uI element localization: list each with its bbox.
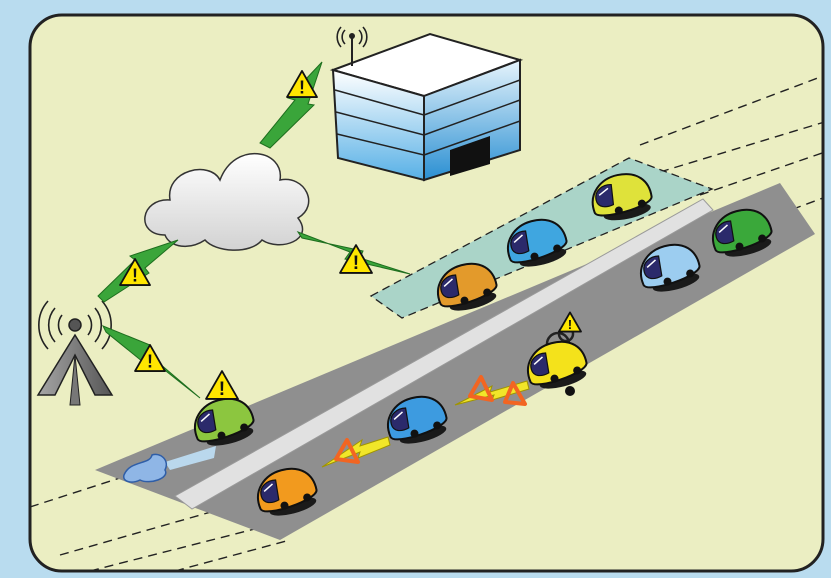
ice-patch-icon bbox=[123, 446, 216, 483]
warning-glyph: ! bbox=[219, 379, 225, 400]
debris bbox=[565, 386, 575, 396]
hazard-triangles bbox=[334, 375, 527, 464]
hazard-triangle-icon bbox=[503, 381, 527, 406]
warning-glyph: ! bbox=[568, 317, 572, 332]
warning-icon: ! bbox=[119, 258, 151, 286]
warning-icon: ! bbox=[134, 344, 166, 372]
hazard-triangle-icon bbox=[334, 438, 360, 464]
vehicles bbox=[194, 173, 773, 516]
warning-glyph: ! bbox=[299, 77, 305, 97]
warning-icon: ! bbox=[205, 370, 239, 400]
car-icon bbox=[712, 208, 773, 257]
warning-glyph: ! bbox=[132, 265, 138, 285]
car-icon bbox=[387, 395, 448, 444]
car-icon bbox=[591, 173, 653, 221]
cell-tower-icon bbox=[36, 300, 114, 406]
warning-icon: ! bbox=[558, 311, 582, 333]
car-icon bbox=[507, 218, 568, 267]
car-icon bbox=[194, 397, 255, 446]
median-barrier bbox=[174, 198, 714, 510]
warnings: !!!!!! bbox=[119, 70, 582, 400]
car-icon bbox=[527, 340, 588, 389]
server-building-icon bbox=[329, 26, 524, 182]
car-icon bbox=[437, 262, 498, 311]
cloud-icon bbox=[144, 153, 310, 251]
warning-glyph: ! bbox=[353, 253, 359, 274]
car-icon bbox=[257, 467, 318, 516]
warning-icon: ! bbox=[286, 70, 318, 98]
warning-icon: ! bbox=[339, 244, 373, 274]
warning-glyph: ! bbox=[147, 351, 153, 371]
car-icon bbox=[640, 243, 701, 292]
hazard-triangle-icon bbox=[468, 375, 494, 402]
